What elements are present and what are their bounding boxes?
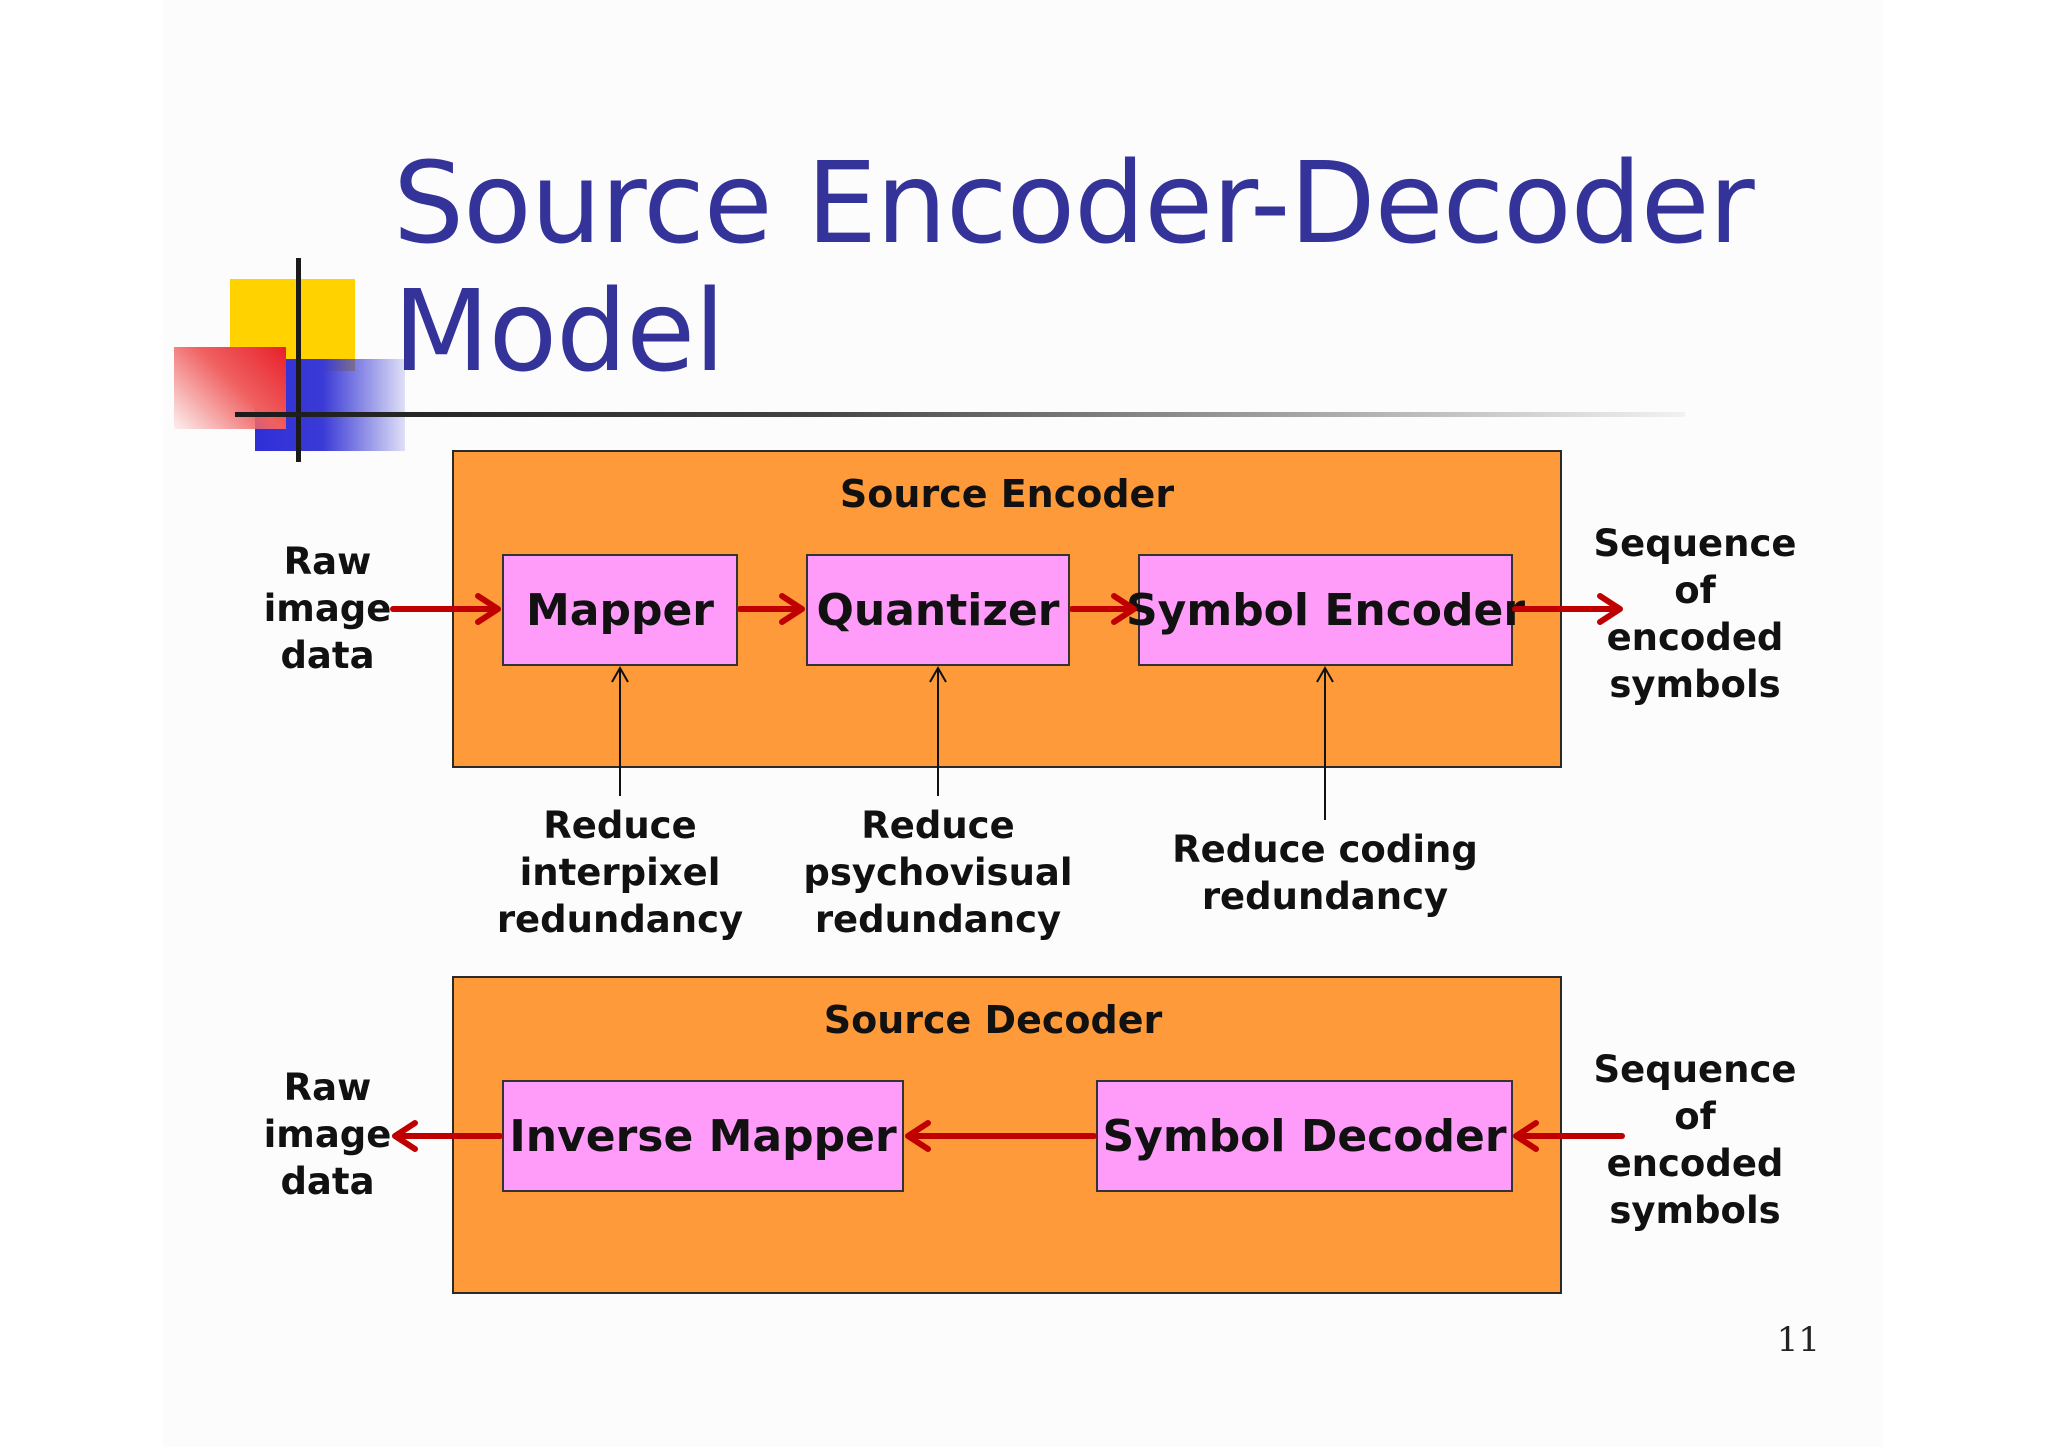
annotation-psychovisual: Reduce psychovisual redundancy <box>803 804 1073 941</box>
annotation-coding: Reduce coding redundancy <box>1172 828 1478 918</box>
decor-vertical-line <box>296 258 301 462</box>
page-number: 11 <box>1776 1320 1820 1360</box>
arrowhead-inverse-mapper-to-raw <box>392 1120 418 1152</box>
symbol-encoder-block: Symbol Encoder <box>1126 554 1525 666</box>
annotation-interpixel: Reduce interpixel redundancy <box>496 804 744 941</box>
symbol-decoder-block: Symbol Decoder <box>1096 1080 1513 1192</box>
encoder-output-label: Sequence of encoded symbols <box>1593 522 1797 706</box>
decoder-input-label: Sequence of encoded symbols <box>1593 1048 1797 1232</box>
source-encoder-title: Source Encoder <box>839 472 1175 516</box>
arrowhead-quantizer-to-encoder <box>1111 593 1137 625</box>
arrowhead-raw-to-mapper <box>475 593 501 625</box>
encoder-input-label: Raw image data <box>263 540 392 677</box>
mapper-block: Mapper <box>502 554 738 666</box>
pointer-head-interpixel <box>611 665 629 683</box>
arrowhead-mapper-to-quantizer <box>779 593 805 625</box>
arrowhead-encoder-to-output <box>1597 593 1623 625</box>
source-decoder-title: Source Decoder <box>823 998 1163 1042</box>
arrowhead-input-to-symbol-decoder <box>1513 1120 1539 1152</box>
pointer-head-psychovisual <box>929 665 947 683</box>
title-underline <box>235 412 1685 417</box>
pointer-head-coding <box>1316 665 1334 683</box>
slide-title: Source Encoder-Decoder Model <box>393 139 1755 397</box>
inverse-mapper-block: Inverse Mapper <box>502 1080 904 1192</box>
arrowhead-decoder-to-inverse-mapper <box>905 1120 931 1152</box>
decoder-output-label: Raw image data <box>263 1066 392 1203</box>
quantizer-block: Quantizer <box>806 554 1070 666</box>
